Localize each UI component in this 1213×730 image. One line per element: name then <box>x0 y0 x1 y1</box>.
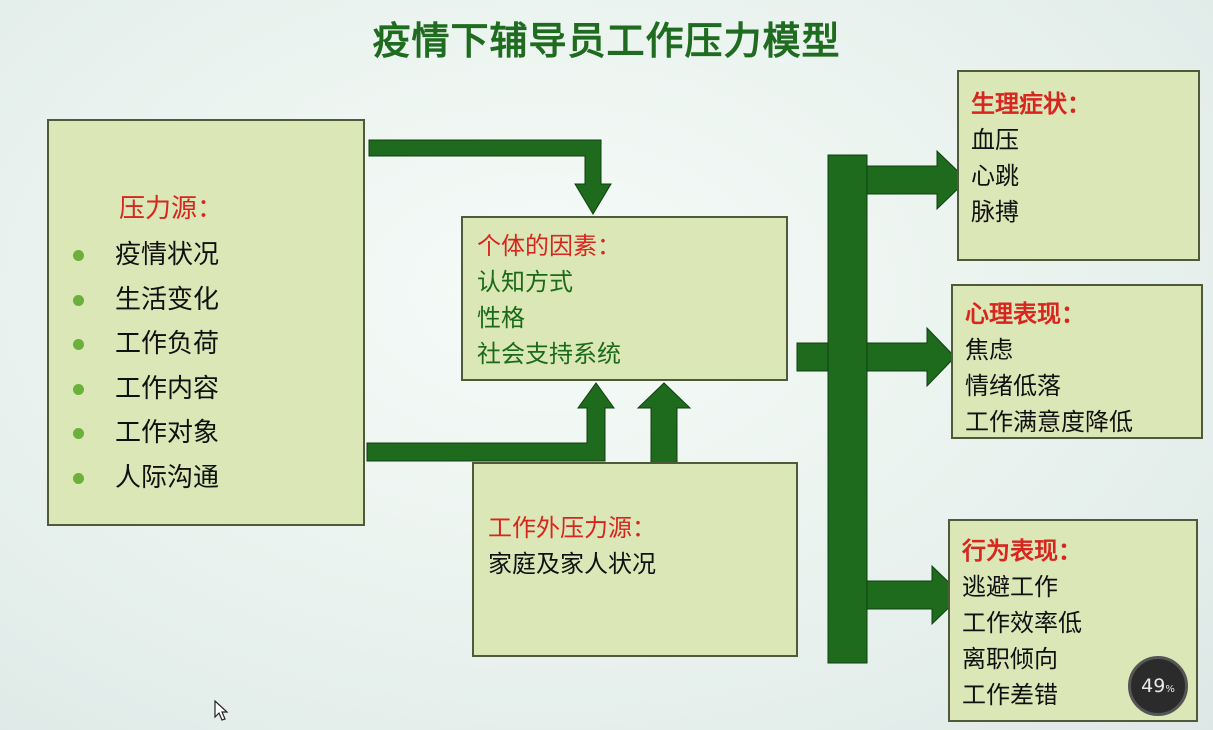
physiological-box: 生理症状： 血压 心跳 脉搏 <box>957 70 1200 261</box>
list-item: 疫情状况 <box>61 233 363 278</box>
list-item: 工作负荷 <box>61 322 363 367</box>
arrow-stressors-up-to-individual <box>366 382 615 462</box>
individual-factors-box: 个体的因素： 认知方式 性格 社会支持系统 <box>461 216 788 381</box>
psychological-item: 情绪低落 <box>965 372 1061 400</box>
stressors-box: 压力源： 疫情状况 生活变化 工作负荷 工作内容 工作对象 人际沟通 <box>47 119 365 526</box>
slide-title: 疫情下辅导员工作压力模型 <box>372 19 841 63</box>
arrow-to-physiological <box>866 149 968 211</box>
list-item: 工作内容 <box>61 367 363 412</box>
physiological-item: 脉搏 <box>971 198 1019 226</box>
external-item: 家庭及家人状况 <box>488 550 656 578</box>
bullet-dot <box>73 472 84 484</box>
list-item: 生活变化 <box>61 278 363 323</box>
bullet-dot <box>73 250 84 261</box>
list-item: 人际沟通 <box>61 456 363 501</box>
mouse-cursor-icon <box>214 700 229 721</box>
stressors-heading: 压力源： <box>119 194 224 224</box>
external-heading: 工作外压力源： <box>488 514 656 542</box>
stressors-list: 疫情状况 生活变化 工作负荷 工作内容 工作对象 人际沟通 <box>61 233 363 500</box>
individual-heading: 个体的因素： <box>477 232 621 260</box>
behavioral-item: 逃避工作 <box>962 573 1058 601</box>
arrow-to-behavioral <box>866 564 963 626</box>
list-item: 工作对象 <box>61 411 363 456</box>
progress-unit: % <box>1165 684 1175 695</box>
physiological-item: 血压 <box>971 126 1019 154</box>
behavioral-item: 工作效率低 <box>962 609 1082 637</box>
bullet-dot <box>73 294 84 306</box>
individual-item: 认知方式 <box>477 268 573 296</box>
physiological-item: 心跳 <box>971 162 1019 190</box>
behavioral-item: 离职倾向 <box>962 645 1058 673</box>
behavioral-heading: 行为表现： <box>962 537 1082 565</box>
psychological-heading: 心理表现： <box>965 300 1085 328</box>
physiological-heading: 生理症状： <box>971 90 1091 118</box>
outcome-trunk <box>827 154 868 664</box>
individual-item: 性格 <box>477 304 525 332</box>
individual-item: 社会支持系统 <box>477 340 621 368</box>
progress-badge[interactable]: 49% <box>1128 656 1188 716</box>
arrow-external-to-individual <box>636 382 692 464</box>
bullet-dot <box>73 428 84 439</box>
psychological-item: 工作满意度降低 <box>965 408 1133 436</box>
psychological-item: 焦虑 <box>965 336 1013 364</box>
progress-value: 49 <box>1141 675 1166 697</box>
external-stressors-box: 工作外压力源： 家庭及家人状况 <box>472 462 798 657</box>
psychological-box: 心理表现： 焦虑 情绪低落 工作满意度降低 <box>951 284 1203 439</box>
behavioral-item: 工作差错 <box>962 681 1058 709</box>
bullet-dot <box>73 339 84 350</box>
bullet-dot <box>73 383 84 395</box>
arrow-stressors-to-individual <box>368 139 612 215</box>
arrow-to-psychological <box>866 326 956 388</box>
